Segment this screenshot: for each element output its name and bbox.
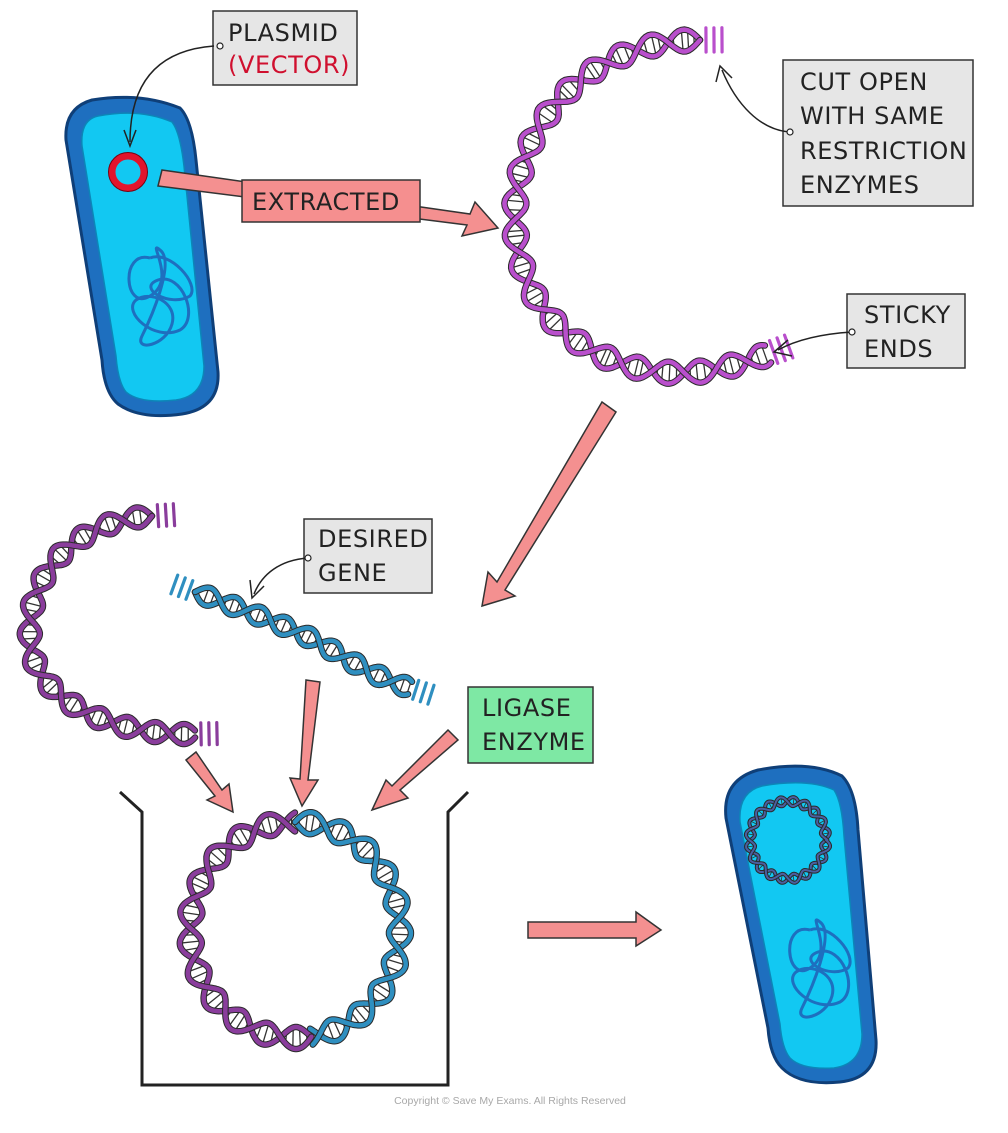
plasmid-label: PLASMID (VECTOR) xyxy=(123,10,358,149)
transform-arrow xyxy=(527,910,663,948)
plasmid-label-text: PLASMID xyxy=(228,19,339,47)
desired-gene-line-2: GENE xyxy=(318,559,387,587)
sticky-ends-line-2: ENDS xyxy=(864,335,933,363)
vector-dna xyxy=(16,502,219,748)
small-recombinant-plasmid xyxy=(743,795,832,885)
arrow-vector-into-beaker xyxy=(184,750,234,814)
extracted-label-text: EXTRACTED xyxy=(252,188,400,216)
beaker xyxy=(118,790,470,1087)
bacterium-recombinant xyxy=(724,764,878,1085)
desired-gene-label: DESIRED GENE xyxy=(249,518,433,600)
arrow-gene-into-beaker xyxy=(288,679,321,808)
recombinant-plasmid xyxy=(176,808,415,1053)
vector-label-text: (VECTOR) xyxy=(228,51,350,79)
ligase-line-2: ENZYME xyxy=(482,728,586,756)
arrow-ligase-into-beaker xyxy=(370,728,460,812)
cut-open-line-2: WITH SAME xyxy=(800,102,945,130)
cut-open-label: CUT OPEN WITH SAME RESTRICTION ENZYMES xyxy=(715,59,974,207)
desired-gene-line-1: DESIRED xyxy=(318,525,428,553)
bacterium-recombinant-chromosome xyxy=(788,918,852,1019)
bacterium-source-chromosome xyxy=(127,246,194,347)
copyright-text: Copyright © Save My Exams. All Rights Re… xyxy=(394,1095,626,1107)
ligase-line-1: LIGASE xyxy=(482,694,571,722)
cut-open-line-1: CUT OPEN xyxy=(800,68,928,96)
cut-open-line-4: ENZYMES xyxy=(800,171,920,199)
cut-plasmid-dna xyxy=(501,26,795,387)
sticky-ends-label: STICKY ENDS xyxy=(772,293,966,369)
ligase-enzyme-label: LIGASE ENZYME xyxy=(467,686,594,764)
bacterium-source xyxy=(64,95,220,418)
plasmid-ring xyxy=(108,152,148,192)
cut-open-line-3: RESTRICTION xyxy=(800,137,967,165)
down-arrow xyxy=(481,400,618,608)
desired-gene-dna xyxy=(169,573,436,706)
extracted-label: EXTRACTED xyxy=(241,179,421,223)
sticky-ends-line-1: STICKY xyxy=(864,301,951,329)
